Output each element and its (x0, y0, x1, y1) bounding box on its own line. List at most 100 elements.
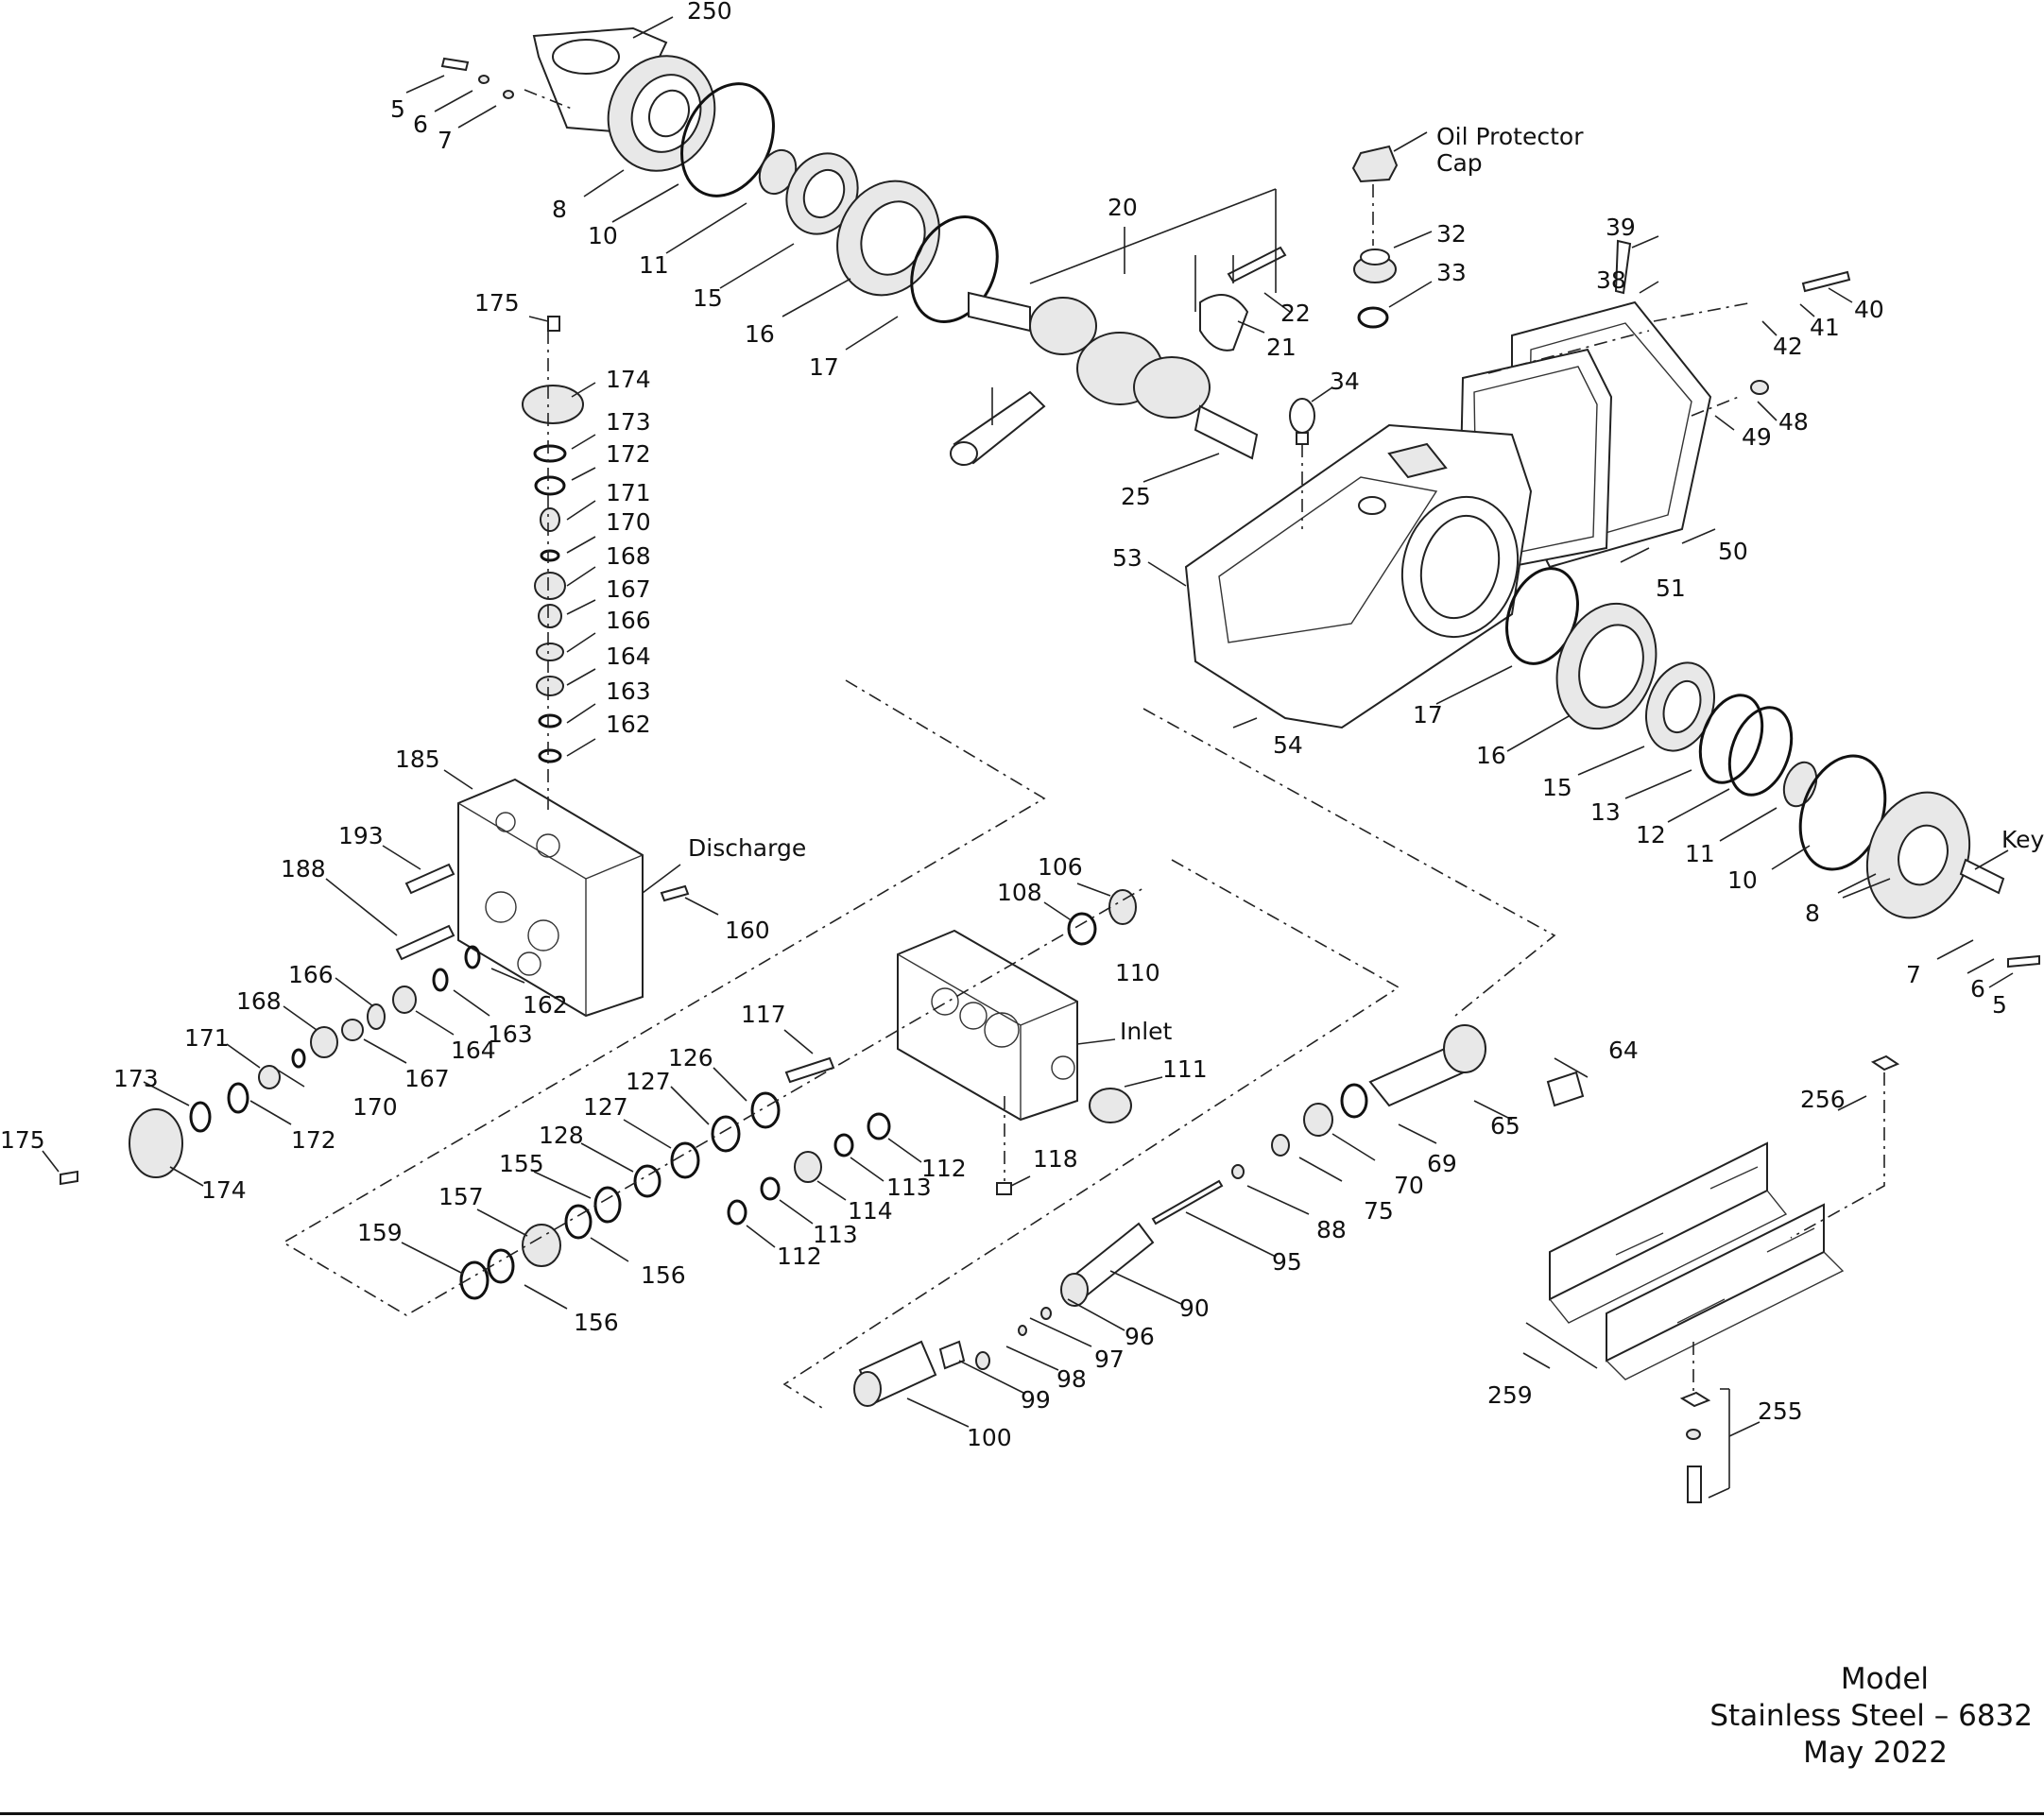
plug-118 (996, 1182, 1012, 1195)
washer-98 (975, 1351, 990, 1370)
part-label-53: 53 (1112, 544, 1142, 572)
o-ring-162-top (538, 748, 562, 763)
o-ring-173-left (189, 1101, 212, 1133)
part-label-155: 155 (499, 1150, 544, 1177)
part-label-256: 256 (1800, 1086, 1846, 1113)
o-ring-112b (727, 1199, 747, 1226)
washer-256 (1870, 1054, 1900, 1071)
pin-64 (1546, 1071, 1585, 1107)
part-label-172-left: 172 (291, 1126, 336, 1154)
key-label: Key (2001, 826, 2044, 853)
part-label-185: 185 (395, 746, 440, 773)
leader-lines (42, 16, 2014, 1499)
part-label-98: 98 (1056, 1365, 1087, 1393)
o-ring-126 (750, 1091, 781, 1129)
part-label-126: 126 (668, 1044, 713, 1071)
bolt-193 (404, 863, 455, 895)
part-label-40: 40 (1854, 296, 1884, 323)
part-label-174-left: 174 (201, 1176, 247, 1204)
bearing-cover-8-top (607, 55, 716, 172)
callout-labels: Oil Protector Cap Discharge Inlet Key (688, 123, 2044, 1045)
part-label-174-top: 174 (606, 366, 651, 393)
o-ring-108 (1067, 912, 1097, 946)
o-ring-113b (760, 1176, 781, 1201)
plug-174-left (129, 1108, 183, 1178)
plug-174-top (522, 385, 584, 424)
model-label: Model (1840, 1662, 1929, 1696)
part-label-16-top: 16 (745, 320, 775, 348)
part-label-20: 20 (1108, 194, 1138, 221)
valve-168-top (534, 572, 566, 600)
part-label-8-right: 8 (1805, 900, 1820, 927)
part-label-127b: 127 (583, 1093, 628, 1121)
bolt-5-top (440, 57, 470, 72)
part-label-12: 12 (1636, 821, 1666, 849)
crankcase-53 (1184, 423, 1533, 729)
part-label-48: 48 (1778, 408, 1809, 436)
bearing-cover-8-right (1865, 791, 1971, 919)
part-label-113a: 113 (886, 1174, 932, 1201)
washer-6-top (478, 75, 490, 84)
plunger-90 (1060, 1222, 1155, 1307)
valve-stack-horizontal (60, 945, 481, 1186)
o-ring-159 (459, 1260, 490, 1300)
seat-166-top (536, 643, 564, 661)
bolt-175-top (547, 316, 560, 332)
part-label-171-left: 171 (184, 1024, 230, 1052)
part-label-188: 188 (281, 855, 326, 883)
o-ring-127a (711, 1115, 741, 1153)
pin-160 (660, 884, 690, 902)
o-ring-163-top (538, 713, 562, 729)
washer-7-top (503, 90, 514, 99)
part-label-6-top: 6 (413, 111, 428, 138)
part-label-118: 118 (1033, 1145, 1078, 1173)
plug-111 (1089, 1088, 1132, 1123)
crankshaft-25 (968, 291, 1259, 460)
part-label-25: 25 (1121, 483, 1151, 510)
oil-protector-cap-label-line2: Cap (1436, 149, 1483, 177)
part-label-38: 38 (1596, 266, 1626, 294)
oil-protector-cap (1351, 145, 1399, 183)
part-label-6-right: 6 (1970, 975, 1985, 1003)
part-label-5-top: 5 (390, 95, 405, 123)
rod-cap-21 (1199, 294, 1249, 351)
part-label-166-left: 166 (288, 961, 334, 988)
o-ring-17-top (910, 215, 999, 323)
part-label-34: 34 (1330, 368, 1360, 395)
bearing-15-top (785, 152, 859, 235)
part-label-42: 42 (1773, 333, 1803, 360)
o-ring-155 (593, 1186, 622, 1224)
discharge-label: Discharge (688, 834, 806, 862)
part-label-160: 160 (725, 917, 770, 944)
part-label-113b: 113 (813, 1221, 858, 1248)
part-label-97: 97 (1094, 1346, 1125, 1373)
discharge-manifold-185 (457, 778, 644, 1018)
oil-protector-cap-label-line1: Oil Protector (1436, 123, 1584, 150)
bolt-40 (1801, 270, 1851, 293)
bolt-22 (1227, 246, 1287, 283)
part-label-70: 70 (1394, 1172, 1424, 1199)
part-label-17-top: 17 (809, 353, 839, 381)
part-label-166-top: 166 (606, 607, 651, 634)
part-label-15-right: 15 (1542, 774, 1572, 801)
o-ring-172-left (227, 1082, 249, 1114)
o-ring-33 (1357, 306, 1389, 329)
part-label-117: 117 (741, 1001, 786, 1028)
seal-70 (1303, 1103, 1333, 1137)
part-label-39: 39 (1606, 214, 1636, 241)
part-label-33: 33 (1436, 259, 1467, 286)
part-label-16-right: 16 (1476, 742, 1506, 769)
part-label-49: 49 (1742, 423, 1772, 451)
key-part (1959, 858, 2005, 895)
part-label-13: 13 (1590, 798, 1621, 826)
bearing-15-right (1645, 661, 1715, 752)
base-rails-259 (1549, 1141, 1845, 1380)
o-ring-156a (564, 1204, 593, 1240)
bushing-157 (522, 1224, 561, 1267)
o-ring-173-top (533, 444, 567, 463)
part-label-162-top: 162 (606, 711, 651, 738)
washer-96 (1040, 1307, 1052, 1320)
inlet-manifold-110 (897, 929, 1078, 1122)
part-label-159: 159 (357, 1219, 403, 1246)
